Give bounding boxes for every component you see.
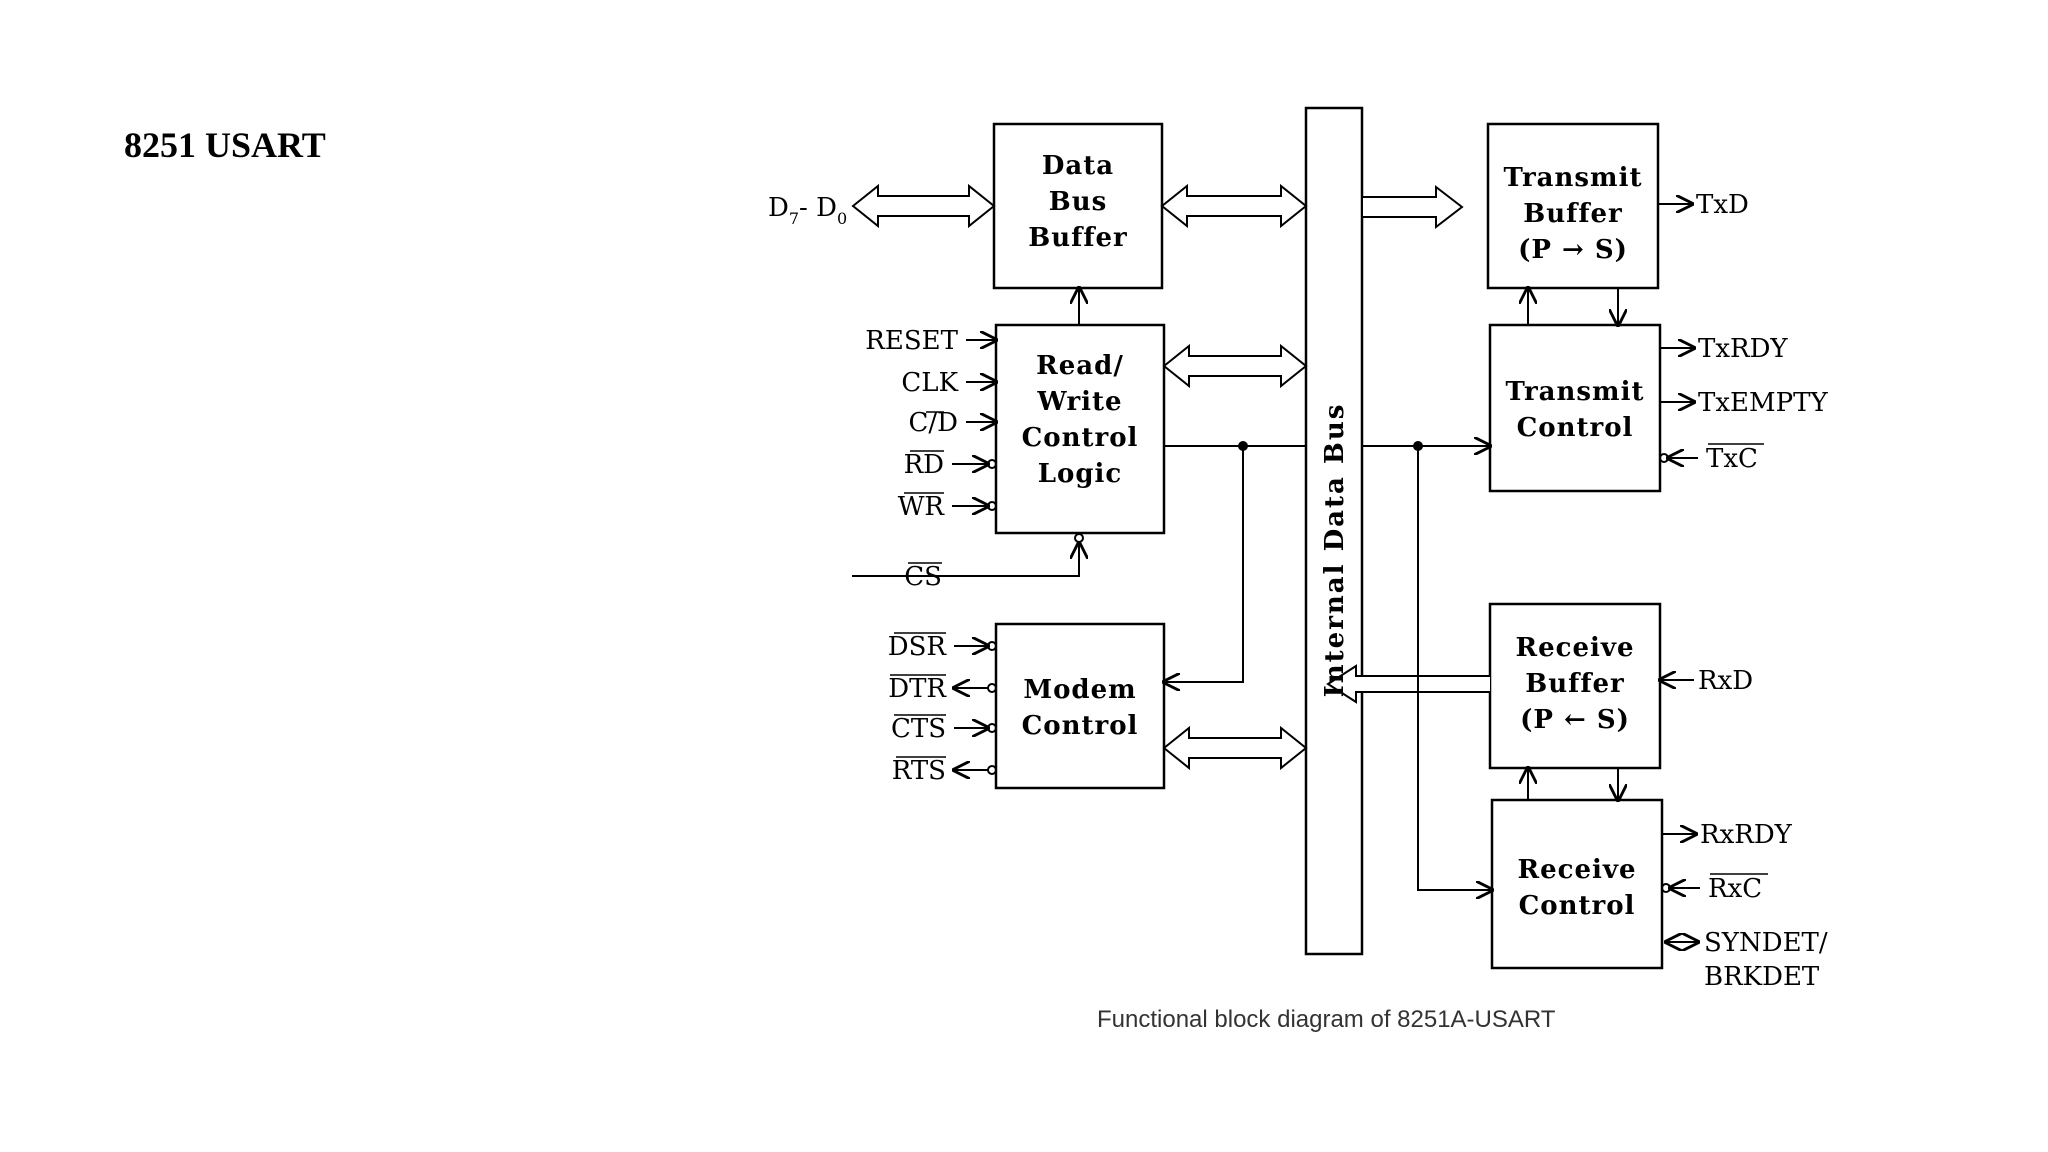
- cd-pin-label: C/D: [909, 408, 959, 438]
- cs-pin-label: CS: [904, 562, 942, 592]
- brkdet-pin-label: BRKDET: [1704, 962, 1820, 992]
- data-pins-label: D7- D0: [768, 193, 847, 228]
- internal-data-bus: [1304, 106, 1364, 956]
- txd-pin-label: TxD: [1696, 190, 1749, 220]
- transmit-buffer-label: Transmit: [1504, 163, 1643, 193]
- data-bus-buffer-label: Buffer: [1028, 223, 1128, 253]
- wr-pin-label: WR: [898, 492, 946, 522]
- receive-buffer-label: Receive: [1515, 633, 1634, 663]
- rxrdy-pin-label: RxRDY: [1700, 820, 1793, 850]
- rts-pin-label: RTS: [892, 756, 946, 786]
- receive-control-label: Control: [1519, 891, 1636, 921]
- rw-control-label: Read/: [1036, 351, 1124, 381]
- cts-pin-label: CTS: [891, 714, 946, 744]
- rw-control-label: Logic: [1038, 459, 1123, 489]
- modem-control-label: Control: [1022, 711, 1139, 741]
- rw-control-label: Control: [1022, 423, 1139, 453]
- rx-control-line: [1417, 446, 1492, 890]
- txc-pin-label: TxC: [1706, 444, 1758, 474]
- data-pins-bus-arrow: [851, 183, 996, 229]
- transmit-control-block: [1488, 323, 1662, 493]
- txempty-pin-label: TxEMPTY: [1698, 388, 1828, 418]
- rw-control-label: Write: [1036, 387, 1122, 417]
- buffer-to-bus-arrow: [1160, 183, 1308, 229]
- receive-control-label: Receive: [1517, 855, 1636, 885]
- syndet-pin-label: SYNDET/: [1704, 928, 1828, 958]
- dtr-pin-label: DTR: [888, 674, 947, 704]
- rxc-pin-label: RxC: [1708, 874, 1762, 904]
- clk-pin-label: CLK: [901, 368, 958, 398]
- figure-caption: Functional block diagram of 8251A-USART: [1097, 1006, 1556, 1033]
- transmit-buffer-label: (P → S): [1518, 235, 1628, 265]
- dsr-pin-label: DSR: [888, 632, 948, 662]
- rx-buffer-to-bus-arrow: [1326, 664, 1490, 704]
- transmit-buffer-block: [1486, 122, 1660, 290]
- slide-title: 8251 USART: [124, 125, 326, 165]
- data-bus-buffer-label: Data: [1042, 151, 1114, 181]
- junction-dot: [1413, 441, 1423, 451]
- block-diagram-figure: Data Bus Buffer Read/ Write Control Logi…: [748, 80, 1908, 1010]
- txrdy-pin-label: TxRDY: [1698, 334, 1788, 364]
- receive-buffer-label: Buffer: [1525, 669, 1625, 699]
- bus-to-tx-buffer-arrow: [1361, 184, 1464, 230]
- junction-dot: [1238, 441, 1248, 451]
- transmit-control-label: Control: [1517, 413, 1634, 443]
- cs-line: [852, 543, 1079, 577]
- modem-control-line: [1164, 446, 1244, 682]
- rxd-pin-label: RxD: [1698, 666, 1753, 696]
- modem-to-bus-arrow: [1162, 725, 1308, 771]
- data-bus-buffer-label: Bus: [1049, 187, 1108, 217]
- receive-buffer-label: (P ← S): [1520, 705, 1630, 735]
- transmit-buffer-label: Buffer: [1523, 199, 1623, 229]
- modem-control-block: [994, 622, 1166, 790]
- block-diagram: Data Bus Buffer Read/ Write Control Logi…: [768, 106, 1828, 992]
- transmit-control-label: Transmit: [1506, 377, 1645, 407]
- rd-pin-label: RD: [904, 450, 944, 480]
- internal-bus-label: Internal Data Bus: [1320, 403, 1350, 698]
- modem-control-label: Modem: [1023, 675, 1136, 705]
- rw-to-bus-arrow: [1162, 343, 1308, 389]
- reset-pin-label: RESET: [865, 326, 958, 356]
